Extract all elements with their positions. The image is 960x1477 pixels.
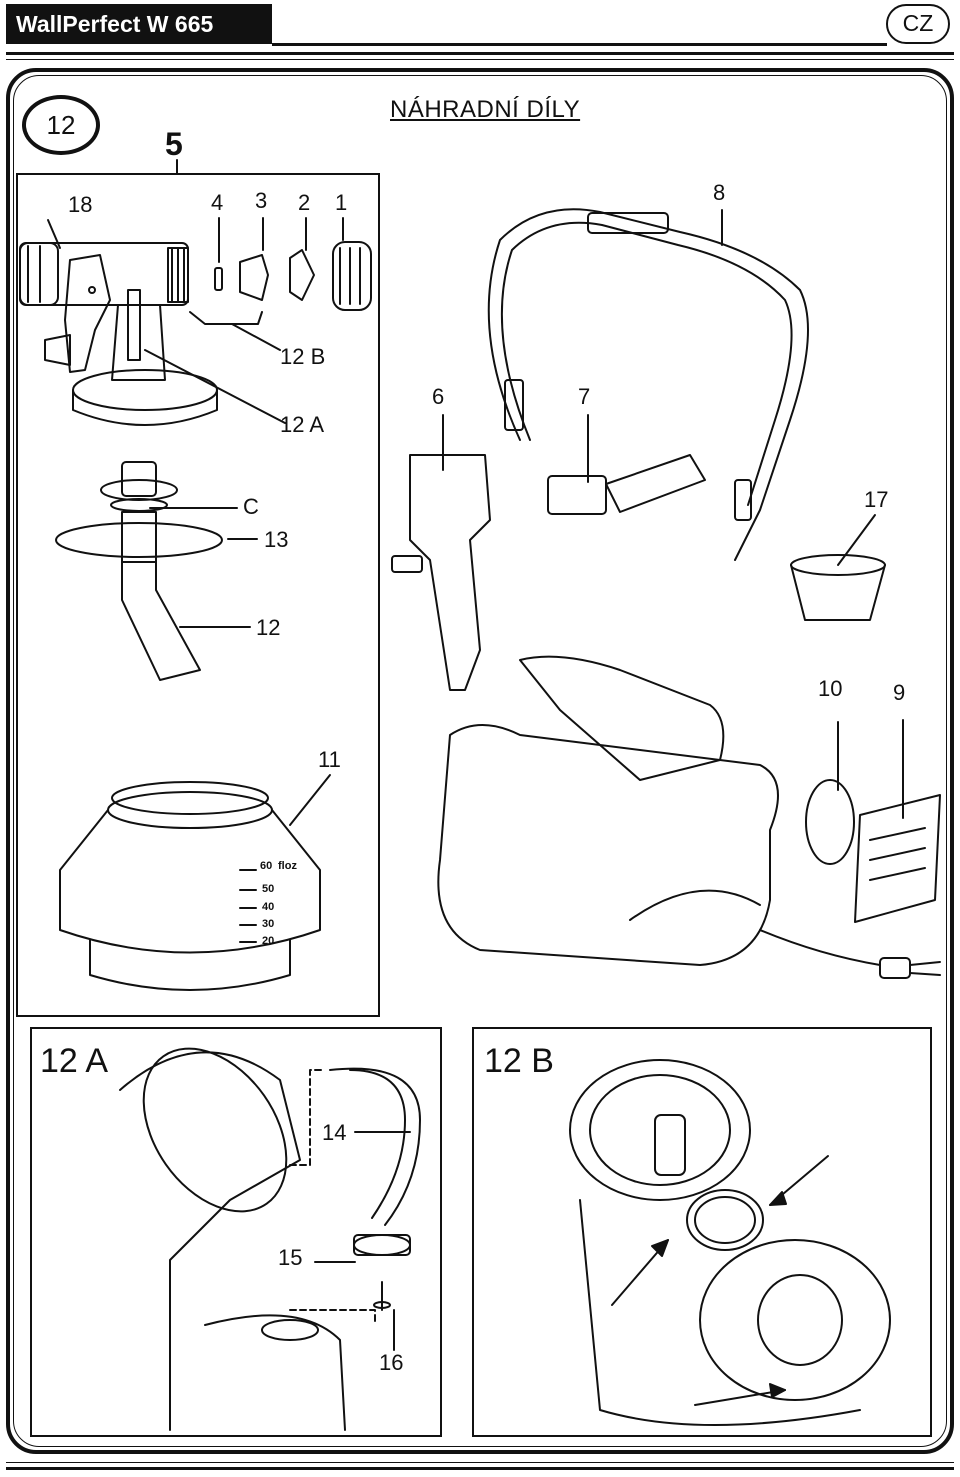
part-label-11: 11 (318, 747, 341, 772)
scale-30: 30 (262, 918, 275, 930)
scale-20: 20 (262, 935, 275, 947)
part-label-14: 14 (322, 1120, 347, 1145)
measuring-cup-drawing (790, 514, 886, 621)
part-label-10: 10 (818, 676, 843, 701)
detail-12a-drawing (119, 1047, 421, 1431)
part-label-13: 13 (264, 527, 289, 552)
part-label-3: 3 (255, 188, 268, 213)
container-lid-drawing (55, 461, 258, 681)
spray-gun-drawing (19, 219, 218, 426)
bottom-divider (6, 1462, 954, 1470)
part-label-12a: 12 A (280, 412, 325, 437)
part-label-2: 2 (298, 190, 311, 215)
top-divider (6, 52, 954, 60)
scale-40: 40 (262, 901, 275, 913)
air-filter-drawing (805, 719, 941, 923)
header-rule (272, 43, 887, 46)
scale-60: 60 (260, 860, 273, 872)
page-heading: NÁHRADNÍ DÍLY (390, 96, 581, 123)
detail-12a-title: 12 A (40, 1042, 109, 1080)
gun-handle-drawing (391, 414, 491, 691)
box-number: 5 (165, 126, 183, 162)
language-badge: CZ (886, 4, 950, 44)
nozzle-parts-drawing (144, 217, 372, 424)
part-label-18: 18 (68, 192, 93, 217)
part-label-9: 9 (893, 680, 906, 705)
step-number-badge: 12 (22, 95, 100, 155)
part-label-15: 15 (278, 1245, 303, 1270)
part-label-8: 8 (713, 180, 726, 205)
scale-unit: floz (278, 860, 297, 872)
hose-fitting-drawing (547, 414, 706, 515)
detail-12b-title: 12 B (484, 1042, 554, 1080)
page-frame (6, 68, 954, 1454)
part-label-12b: 12 B (280, 344, 326, 369)
part-label-c: C (243, 494, 259, 519)
part-label-12: 12 (256, 615, 281, 640)
scale-50: 50 (262, 883, 275, 895)
spray-gun-panel (16, 173, 380, 1017)
detail-12a-panel (30, 1027, 442, 1437)
part-label-4: 4 (211, 190, 224, 215)
part-label-16: 16 (379, 1350, 404, 1375)
detail-12b-panel (472, 1027, 932, 1437)
paint-container-drawing (59, 774, 331, 991)
detail-12b-drawing (569, 1059, 891, 1426)
part-label-17: 17 (864, 487, 889, 512)
part-label-7: 7 (578, 384, 591, 409)
shoulder-strap-drawing (487, 208, 809, 561)
page-frame-inner (13, 75, 947, 1447)
document-title: WallPerfect W 665 (6, 4, 272, 44)
turbine-unit-drawing (437, 655, 941, 979)
part-label-1: 1 (335, 190, 348, 215)
part-label-6: 6 (432, 384, 445, 409)
